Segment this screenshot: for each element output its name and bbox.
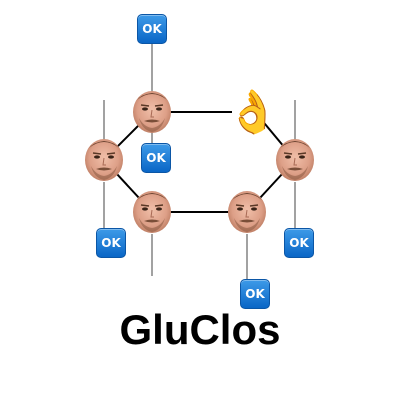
ok-button[interactable]: OK: [240, 279, 270, 309]
ok-button[interactable]: OK: [96, 228, 126, 258]
face-icon: [275, 138, 315, 182]
ok-hand-icon: 👌: [227, 87, 279, 136]
face-icon: [227, 190, 267, 234]
face-icon: [84, 138, 124, 182]
page-title: GluClos: [119, 306, 281, 353]
ok-button[interactable]: OK: [284, 228, 314, 258]
ok-button[interactable]: OK: [141, 143, 171, 173]
face-icon: [132, 90, 172, 134]
ok-button[interactable]: OK: [137, 14, 167, 44]
face-icon: [132, 190, 172, 234]
substituent-bonds: [103, 44, 296, 280]
